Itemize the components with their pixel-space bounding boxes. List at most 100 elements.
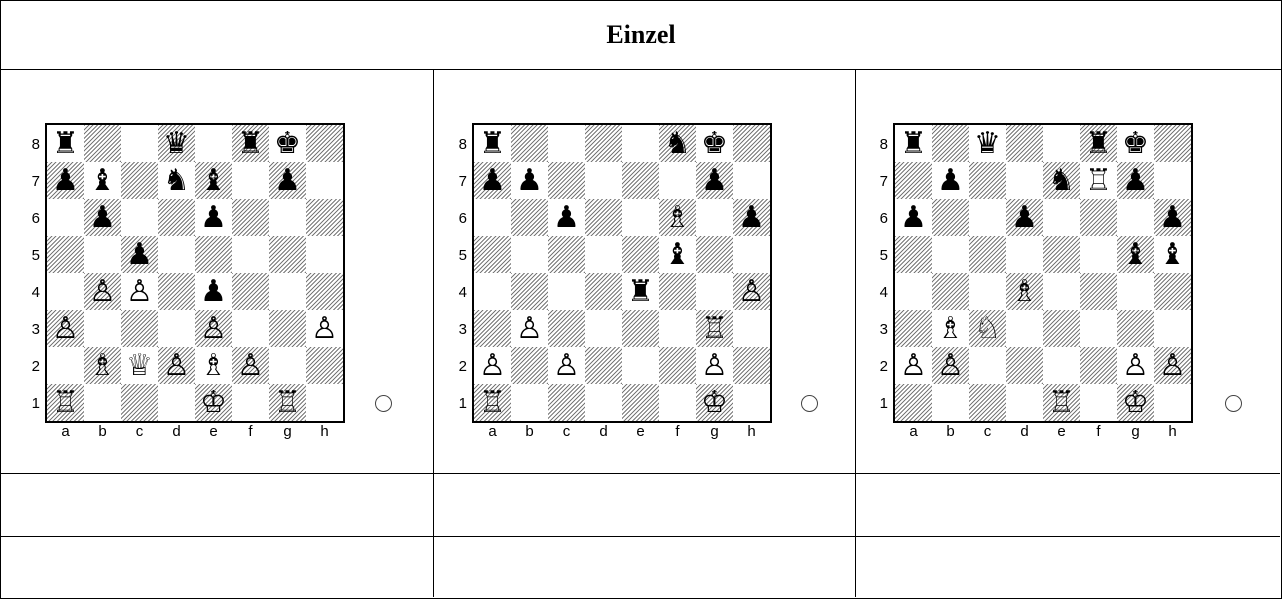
square-g3: ♖	[696, 310, 733, 347]
square-c5	[969, 236, 1006, 273]
file-label: c	[969, 423, 1006, 440]
select-radio-3[interactable]	[1225, 395, 1242, 412]
chess-piece-icon: ♚	[701, 129, 728, 159]
square-g1: ♔	[696, 384, 733, 421]
file-label: h	[306, 423, 343, 440]
chess-piece-icon: ♟	[200, 203, 227, 233]
square-f2	[659, 347, 696, 384]
square-g4	[1117, 273, 1154, 310]
square-b8	[84, 125, 121, 162]
file-label: e	[1043, 423, 1080, 440]
chess-piece-icon: ♙	[200, 314, 227, 344]
square-h2: ♙	[1154, 347, 1191, 384]
chess-piece-icon: ♗	[1011, 277, 1038, 307]
square-d5	[585, 236, 622, 273]
square-a8: ♜	[474, 125, 511, 162]
square-g2: ♙	[1117, 347, 1154, 384]
square-f4	[659, 273, 696, 310]
chess-piece-icon: ♙	[479, 351, 506, 381]
square-c8: ♛	[969, 125, 1006, 162]
chess-piece-icon: ♙	[1122, 351, 1149, 381]
square-f6	[1080, 199, 1117, 236]
square-c2: ♕	[121, 347, 158, 384]
chess-piece-icon: ♟	[937, 166, 964, 196]
answer-cell-3[interactable]	[856, 474, 1280, 536]
file-label: b	[511, 423, 548, 440]
select-radio-2[interactable]	[801, 395, 818, 412]
square-g8: ♚	[1117, 125, 1154, 162]
square-h1	[306, 384, 343, 421]
rank-label: 8	[26, 136, 40, 153]
square-g8: ♚	[269, 125, 306, 162]
answer-cell-1[interactable]	[1, 474, 433, 536]
chess-piece-icon: ♔	[1122, 388, 1149, 418]
square-h6: ♟	[1154, 199, 1191, 236]
square-a3	[474, 310, 511, 347]
square-a6	[474, 199, 511, 236]
square-b4	[932, 273, 969, 310]
chess-piece-icon: ♕	[126, 351, 153, 381]
square-g2	[269, 347, 306, 384]
chess-piece-icon: ♜	[237, 129, 264, 159]
notes-cell-3[interactable]	[856, 537, 1280, 597]
square-b5	[511, 236, 548, 273]
square-b7: ♝	[84, 162, 121, 199]
rank-label: 7	[26, 173, 40, 190]
chess-piece-icon: ♞	[664, 129, 691, 159]
rank-label: 3	[874, 321, 888, 338]
square-a6: ♟	[895, 199, 932, 236]
rank-label: 1	[874, 395, 888, 412]
rank-label: 8	[453, 136, 467, 153]
square-g2: ♙	[696, 347, 733, 384]
square-d8: ♛	[158, 125, 195, 162]
file-label: b	[932, 423, 969, 440]
chess-piece-icon: ♙	[516, 314, 543, 344]
square-e2	[622, 347, 659, 384]
square-f3	[232, 310, 269, 347]
square-c3	[121, 310, 158, 347]
notes-cell-2[interactable]	[434, 537, 855, 597]
chess-piece-icon: ♛	[974, 129, 1001, 159]
chess-piece-icon: ♟	[89, 203, 116, 233]
chess-piece-icon: ♞	[1048, 166, 1075, 196]
square-g7: ♟	[269, 162, 306, 199]
square-b3: ♗	[932, 310, 969, 347]
square-c3	[548, 310, 585, 347]
square-d4	[158, 273, 195, 310]
chess-piece-icon: ♝	[89, 166, 116, 196]
chess-piece-icon: ♙	[89, 277, 116, 307]
chess-piece-icon: ♗	[664, 203, 691, 233]
square-d2	[1006, 347, 1043, 384]
square-a8: ♜	[47, 125, 84, 162]
chess-piece-icon: ♞	[163, 166, 190, 196]
square-e3	[1043, 310, 1080, 347]
square-c8	[121, 125, 158, 162]
square-g3	[1117, 310, 1154, 347]
square-f7	[659, 162, 696, 199]
chess-piece-icon: ♙	[237, 351, 264, 381]
chess-piece-icon: ♜	[1085, 129, 1112, 159]
answer-cell-2[interactable]	[434, 474, 855, 536]
square-e5	[622, 236, 659, 273]
file-label: a	[474, 423, 511, 440]
square-g1: ♔	[1117, 384, 1154, 421]
notes-cell-1[interactable]	[1, 537, 433, 597]
square-g1: ♖	[269, 384, 306, 421]
chess-piece-icon: ♝	[1159, 240, 1186, 270]
square-c6: ♟	[548, 199, 585, 236]
chess-piece-icon: ♙	[311, 314, 338, 344]
file-label: c	[548, 423, 585, 440]
chess-piece-icon: ♙	[900, 351, 927, 381]
square-c4	[969, 273, 1006, 310]
square-d6	[585, 199, 622, 236]
square-h7	[306, 162, 343, 199]
square-c5: ♟	[121, 236, 158, 273]
square-f3	[659, 310, 696, 347]
square-d5	[158, 236, 195, 273]
select-radio-1[interactable]	[375, 395, 392, 412]
chess-piece-icon: ♖	[1048, 388, 1075, 418]
square-d2	[585, 347, 622, 384]
square-h3: ♙	[306, 310, 343, 347]
chess-board-2: ♜♞♚♟♟♟♟♗♟♝♜♙♙♖♙♙♙♖♔	[472, 123, 772, 423]
square-d1	[1006, 384, 1043, 421]
